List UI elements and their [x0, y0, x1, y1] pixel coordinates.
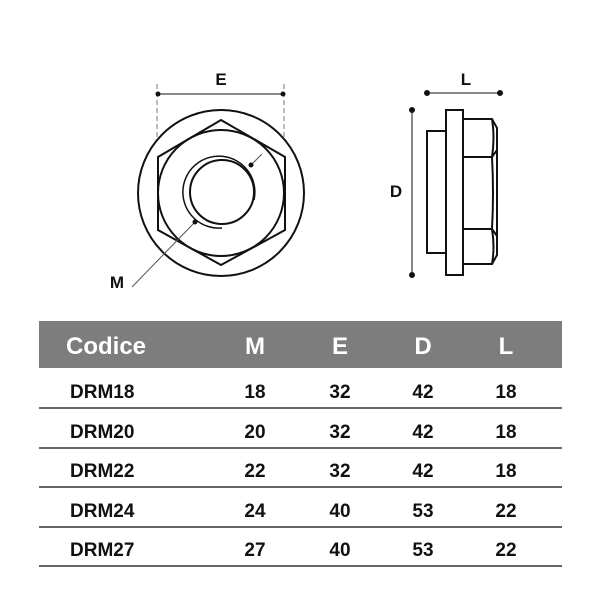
dim-dot	[424, 90, 430, 96]
dim-dot	[280, 91, 286, 97]
cell-code: DRM18	[70, 382, 135, 403]
header-m: M	[245, 333, 265, 360]
cell-m: 22	[244, 461, 266, 482]
dim-dot	[155, 91, 161, 97]
thread-arc	[182, 155, 256, 229]
bore-circle	[189, 159, 255, 225]
front-view	[131, 84, 305, 288]
cell-l: 18	[495, 382, 517, 403]
label-d: D	[389, 182, 403, 201]
dim-dot	[497, 90, 503, 96]
m-leader-line	[131, 221, 196, 288]
washer-face-circle	[157, 129, 285, 257]
label-l: L	[460, 70, 472, 89]
cell-e: 32	[329, 382, 351, 403]
cell-code: DRM22	[70, 461, 135, 482]
header-l: L	[498, 333, 514, 360]
cell-e: 32	[329, 461, 351, 482]
cell-d: 42	[412, 382, 434, 403]
cell-code: DRM27	[70, 540, 135, 561]
cell-e: 40	[329, 540, 351, 561]
cell-e: 40	[329, 501, 351, 522]
cell-d: 42	[412, 461, 434, 482]
cell-m: 27	[244, 540, 266, 561]
label-m: M	[109, 273, 125, 292]
cell-m: 20	[244, 422, 266, 443]
cell-e: 32	[329, 422, 351, 443]
cell-l: 18	[495, 422, 517, 443]
cell-d: 42	[412, 422, 434, 443]
boss-rect	[426, 130, 447, 254]
hex-side	[463, 118, 498, 265]
row-divider	[39, 526, 562, 528]
row-divider	[39, 447, 562, 449]
row-divider	[39, 486, 562, 488]
row-divider	[39, 407, 562, 409]
m-leader-short	[250, 153, 263, 166]
label-e: E	[215, 70, 227, 89]
table-header	[39, 321, 562, 368]
header-codice: Codice	[66, 333, 147, 360]
cell-m: 18	[244, 382, 266, 403]
cell-d: 53	[412, 540, 434, 561]
cell-d: 53	[412, 501, 434, 522]
cell-code: DRM24	[70, 501, 135, 522]
side-view	[409, 90, 503, 278]
hex-edges	[463, 118, 498, 265]
row-divider	[39, 565, 562, 567]
cell-code: DRM20	[70, 422, 135, 443]
header-d: D	[414, 333, 432, 360]
flange-rect	[445, 109, 464, 276]
cell-l: 22	[495, 501, 517, 522]
dim-dot	[409, 107, 415, 113]
technical-drawing	[131, 84, 503, 288]
cell-l: 18	[495, 461, 517, 482]
dim-dot	[409, 272, 415, 278]
flange-outer-circle	[137, 109, 305, 277]
header-e: E	[331, 333, 349, 360]
cell-m: 24	[244, 501, 266, 522]
leader-dot	[192, 219, 198, 225]
cell-l: 22	[495, 540, 517, 561]
leader-dot	[248, 162, 254, 168]
hex-outline	[157, 118, 286, 267]
